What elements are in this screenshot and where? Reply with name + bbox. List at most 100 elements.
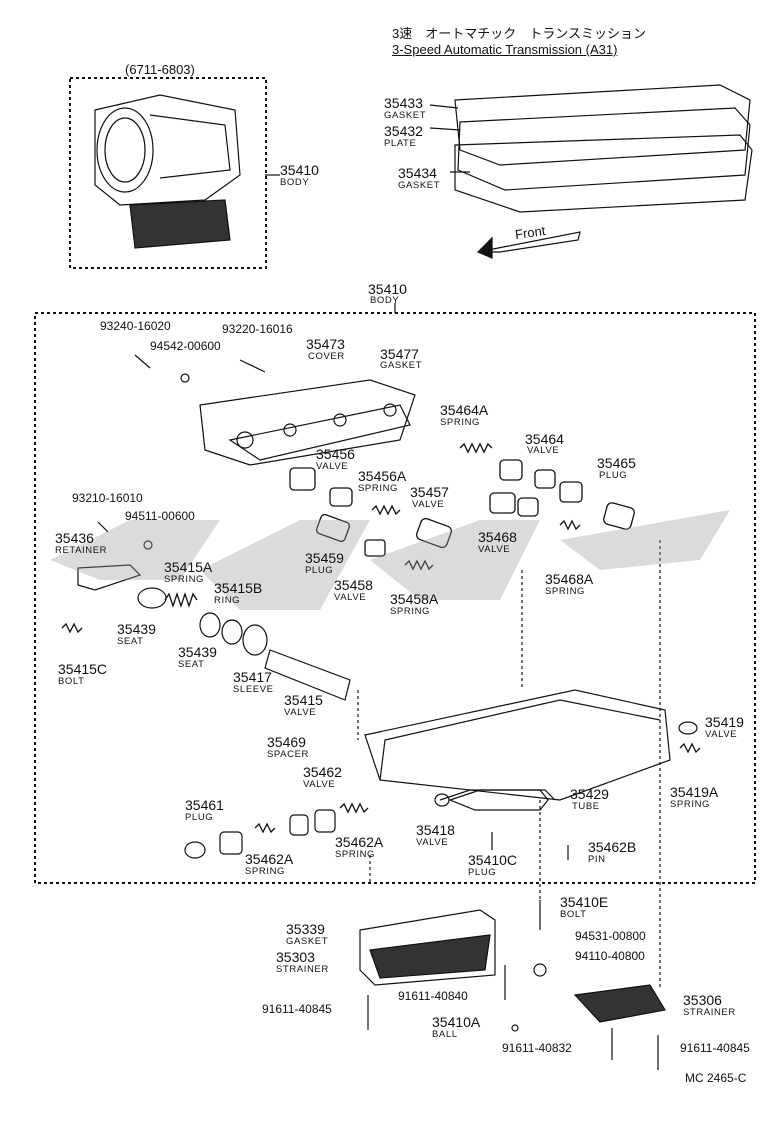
fastener-part-number: 94531-00800: [575, 929, 646, 943]
part-name: VALVE: [334, 592, 367, 603]
group-name: BODY: [370, 295, 400, 306]
part-number: 35434: [398, 165, 437, 181]
part-number: 35432: [384, 123, 423, 139]
part-number: 35462B: [588, 839, 637, 855]
part-number: 35415C: [58, 661, 108, 677]
part-name: SPRING: [245, 866, 286, 877]
part-number: 35469: [267, 734, 306, 750]
fastener-part-number: 93210-16010: [72, 491, 143, 505]
part-name: GASKET: [286, 936, 329, 947]
part-name: COVER: [308, 351, 345, 362]
part-name: SPRING: [390, 606, 431, 617]
part-number: 35464A: [440, 402, 489, 418]
fastener-part-number: 94110-40800: [575, 949, 645, 963]
part-name: PLUG: [305, 565, 334, 576]
part-number: 35468: [478, 529, 517, 545]
part-name: SEAT: [178, 659, 205, 670]
fastener-part-number: 91611-40845: [262, 1002, 332, 1016]
part-number: 35468A: [545, 571, 594, 587]
part-name: VALVE: [705, 729, 738, 740]
part-number: 35433: [384, 95, 423, 111]
part-number: 35436: [55, 530, 94, 546]
part-number: 35306: [683, 992, 722, 1008]
part-name: VALVE: [478, 544, 511, 555]
part-name: VALVE: [303, 779, 336, 790]
part-name: PLUG: [185, 812, 214, 823]
part-number: 35303: [276, 949, 315, 965]
part-number: 35465: [597, 455, 636, 471]
part-name: SPRING: [335, 849, 376, 860]
inset-part-number: 35410: [280, 162, 319, 178]
front-label: Front: [514, 222, 547, 243]
part-number: 35429: [570, 786, 609, 802]
part-name: VALVE: [284, 707, 317, 718]
part-number: 35419A: [670, 784, 719, 800]
part-number: 35439: [117, 621, 156, 637]
part-name: GASKET: [384, 110, 427, 121]
part-number: 35457: [410, 484, 449, 500]
part-name: SPRING: [440, 417, 481, 428]
part-number: 35461: [185, 797, 224, 813]
part-name: BOLT: [560, 909, 587, 920]
part-number: 35417: [233, 669, 272, 685]
part-name: PLUG: [468, 867, 497, 878]
part-name: SPRING: [670, 799, 711, 810]
fastener-part-number: 91611-40845: [680, 1041, 750, 1055]
part-name: SLEEVE: [233, 684, 274, 695]
part-name: RING: [214, 595, 241, 606]
part-number: 35456A: [358, 468, 407, 484]
part-name: BALL: [432, 1029, 458, 1040]
fastener-part-number: 91611-40840: [398, 989, 468, 1003]
fastener-part-number: 93240-16020: [100, 319, 171, 333]
part-name: BOLT: [58, 676, 85, 687]
part-name: PIN: [588, 854, 606, 865]
part-name: VALVE: [416, 837, 449, 848]
part-name: SPRING: [545, 586, 586, 597]
part-name: GASKET: [398, 180, 441, 191]
fastener-part-number: 94511-00600: [125, 509, 195, 523]
part-number: 35410C: [468, 852, 518, 868]
part-name: VALVE: [412, 499, 445, 510]
part-name: RETAINER: [55, 545, 108, 556]
part-number: 35415: [284, 692, 323, 708]
part-name: TUBE: [572, 801, 600, 812]
part-name: STRAINER: [276, 964, 329, 975]
part-number: 35477: [380, 346, 419, 362]
part-name: SPRING: [164, 574, 205, 585]
part-number: 35458: [334, 577, 373, 593]
part-name: STRAINER: [683, 1007, 736, 1018]
group-number: 35410: [368, 281, 407, 297]
part-name: SEAT: [117, 636, 144, 647]
part-number: 35459: [305, 550, 344, 566]
part-name: SPACER: [267, 749, 309, 760]
part-number: 35415B: [214, 580, 263, 596]
part-number: 35464: [525, 431, 564, 447]
part-number: 35462: [303, 764, 342, 780]
fastener-part-number: 91611-40832: [502, 1041, 572, 1055]
inset-part-name: BODY: [280, 177, 310, 188]
part-number: 35410A: [432, 1014, 481, 1030]
fastener-part-number: 93220-16016: [222, 322, 293, 336]
en-title: 3-Speed Automatic Transmission (A31): [392, 42, 618, 57]
jp-title: 3速 オートマチック トランスミッション: [392, 26, 646, 41]
part-name: PLATE: [384, 138, 417, 149]
part-number: 35456: [316, 446, 355, 462]
part-number: 35410E: [560, 894, 609, 910]
watermark-graphic: [50, 510, 730, 610]
diagram-code: MC 2465-C: [685, 1071, 747, 1085]
part-number: 35473: [306, 336, 345, 352]
part-name: VALVE: [316, 461, 349, 472]
part-number: 35339: [286, 921, 325, 937]
part-number: 35462A: [335, 834, 384, 850]
inset-date: (6711-6803): [125, 62, 195, 77]
part-name: VALVE: [527, 445, 560, 456]
part-name: SPRING: [358, 483, 399, 494]
part-name: PLUG: [599, 470, 628, 481]
part-number: 35462A: [245, 851, 294, 867]
fastener-part-number: 94542-00600: [150, 339, 221, 353]
part-number: 35458A: [390, 591, 439, 607]
part-number: 35439: [178, 644, 217, 660]
part-number: 35415A: [164, 559, 213, 575]
